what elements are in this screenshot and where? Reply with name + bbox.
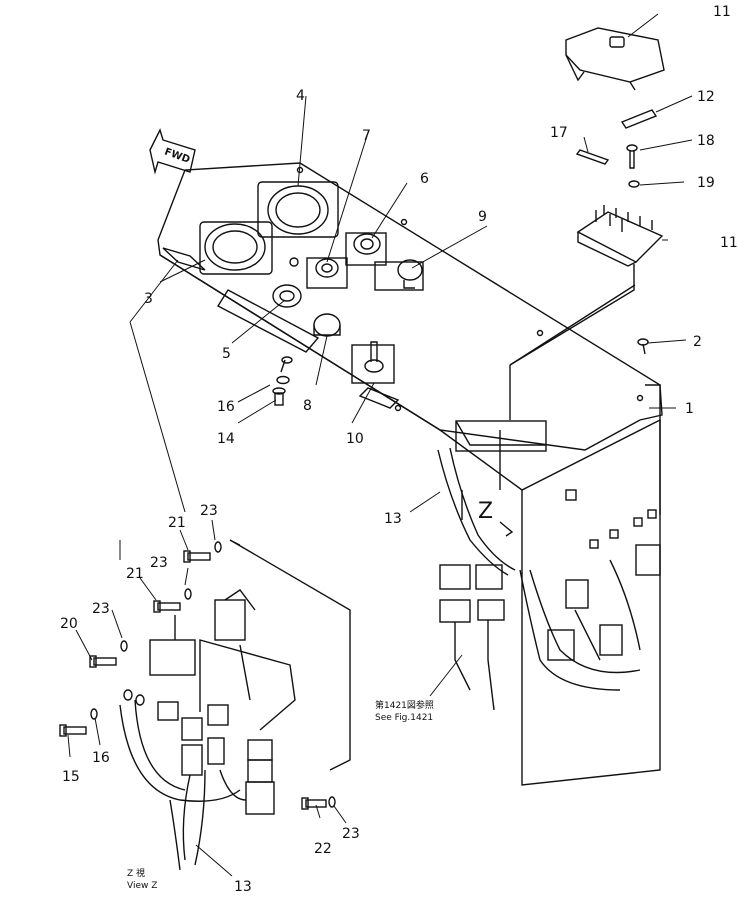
callout-9: 9 (478, 209, 487, 225)
console-box (439, 284, 661, 786)
callout-21-b: 21 (126, 566, 144, 582)
washer-19 (628, 180, 640, 188)
screw-18 (626, 144, 638, 169)
leader-lines (67, 13, 693, 877)
callout-11b: 11 (720, 235, 738, 251)
terminal-block-11 (576, 205, 664, 267)
gauge-3 (199, 221, 273, 275)
leader-terminal (509, 264, 635, 366)
callout-4: 4 (296, 88, 305, 104)
bolt-14 (272, 387, 286, 406)
pin-12 (620, 109, 658, 129)
bolt-21-a (183, 550, 211, 563)
callout-2: 2 (693, 334, 702, 350)
washer-16-top (276, 375, 290, 385)
callout-12: 12 (697, 89, 715, 105)
callout-22: 22 (314, 841, 332, 857)
bolt-22 (301, 797, 327, 810)
callout-5: 5 (222, 346, 231, 362)
callout-23-a: 23 (200, 503, 218, 519)
callout-19: 19 (697, 175, 715, 191)
callout-18: 18 (697, 133, 715, 149)
small-bolts-view-z (123, 689, 145, 706)
screw-top (280, 356, 293, 373)
view-caption-jp: Z 視 (127, 867, 145, 879)
washer-23-set (90, 541, 336, 808)
bolt-21-b (153, 600, 181, 613)
callout-8: 8 (303, 398, 312, 414)
callout-23-b: 23 (150, 555, 168, 571)
cover-11 (565, 27, 665, 91)
callout-11a: 11 (713, 4, 731, 20)
callout-13-bottom: 13 (234, 879, 252, 895)
view-z-marker: Z (478, 499, 493, 524)
callout-13-right: 13 (384, 511, 402, 527)
callout-20: 20 (60, 616, 78, 632)
switch-5 (272, 257, 302, 308)
gauge-4 (257, 181, 339, 238)
fwd-arrow (149, 128, 196, 175)
callout-6: 6 (420, 171, 429, 187)
callout-17: 17 (550, 125, 568, 141)
view-caption-en: View Z (127, 881, 157, 891)
lamp-8 (313, 313, 341, 337)
callout-16-top: 16 (217, 399, 235, 415)
view-z-assembly (119, 539, 351, 871)
callout-10: 10 (346, 431, 364, 447)
console-top-panel (157, 162, 663, 451)
reference-jp: 第1421図参照 (375, 699, 434, 711)
callout-15: 15 (62, 769, 80, 785)
callout-7: 7 (362, 128, 371, 144)
callout-21-a: 21 (168, 515, 186, 531)
screw-2 (637, 338, 649, 355)
bolt-20 (89, 655, 117, 668)
switch-7 (306, 257, 348, 289)
callout-23-d: 23 (342, 826, 360, 842)
harness-13-right (437, 447, 661, 711)
bolt-15 (59, 724, 87, 737)
callout-23-c: 23 (92, 601, 110, 617)
reference-en: See Fig.1421 (375, 713, 433, 723)
callout-1: 1 (685, 401, 694, 417)
lever-10 (351, 341, 395, 384)
callout-3: 3 (144, 291, 153, 307)
callout-16-bottom: 16 (92, 750, 110, 766)
view-z-arrow (499, 521, 514, 537)
fwd-label: FWD (163, 147, 191, 166)
callout-14: 14 (217, 431, 235, 447)
key-switch-9 (374, 259, 424, 291)
switch-6 (345, 232, 387, 266)
plate-17 (575, 149, 610, 165)
